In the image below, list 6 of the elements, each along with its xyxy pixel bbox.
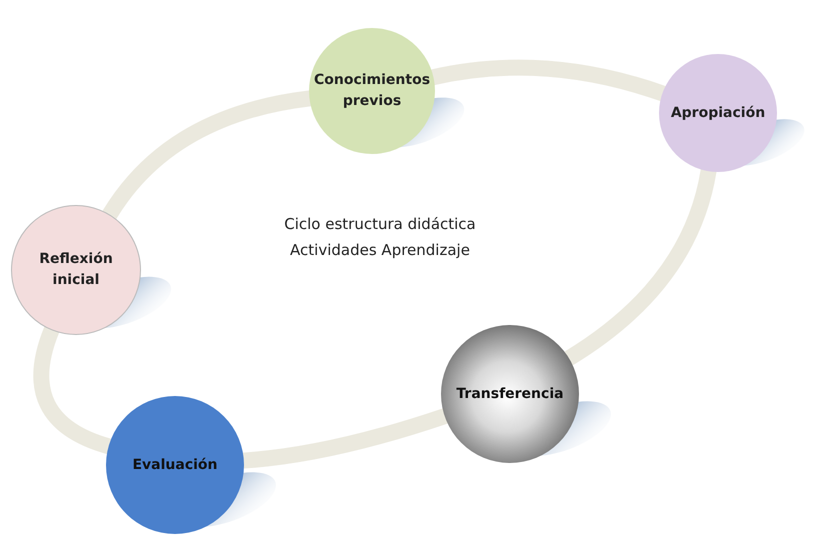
node-label: Apropiación: [670, 104, 766, 122]
node-label: Conocimientos previos: [312, 71, 432, 111]
center-title: Ciclo estructura didáctica Actividades Aprendizaje: [283, 214, 477, 260]
node-label: Transferencia: [455, 384, 565, 404]
node-label: Reflexión inicial: [38, 250, 114, 290]
node-label: Evaluación: [131, 456, 219, 474]
